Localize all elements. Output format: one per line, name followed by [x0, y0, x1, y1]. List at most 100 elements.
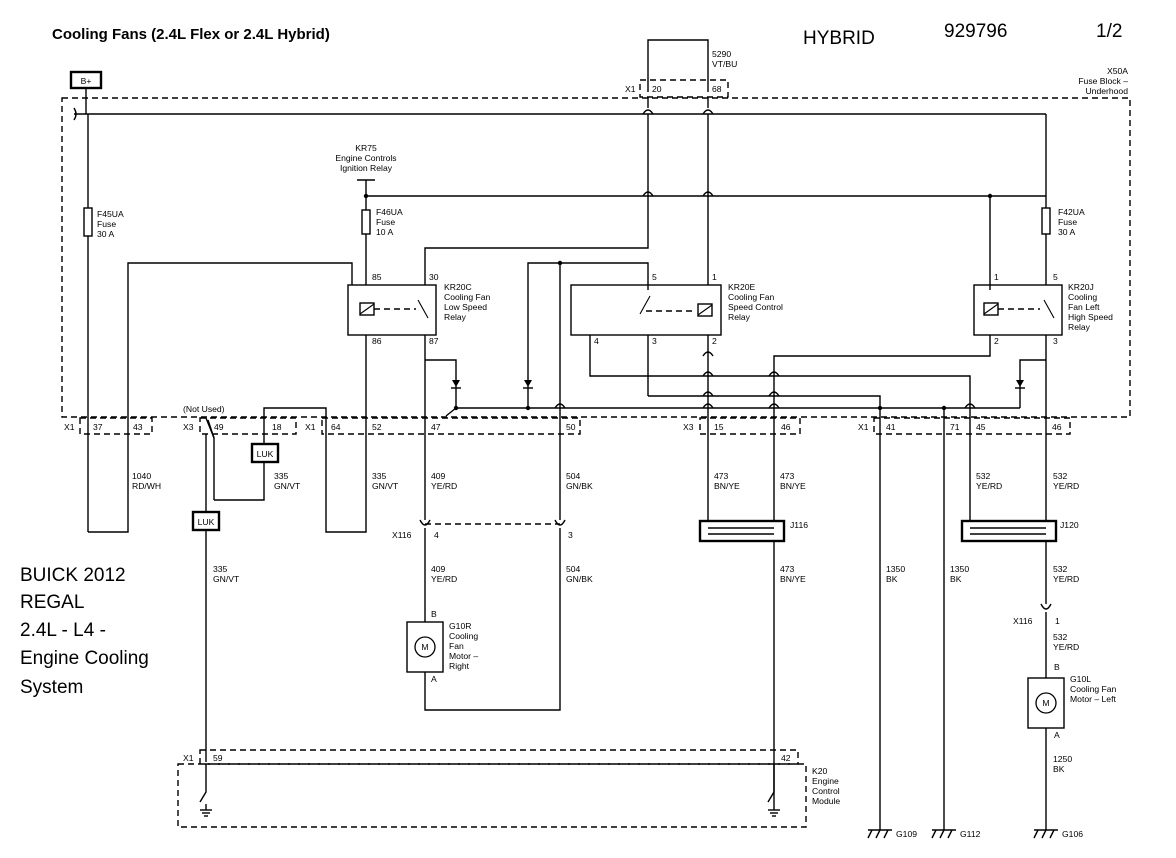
relay-id: KR20J	[1068, 282, 1094, 292]
wire-number: 1350	[950, 564, 969, 574]
luk-connector-upper: LUK	[250, 442, 280, 464]
connector-id: X3	[683, 422, 694, 432]
fuse-f46ua: F46UA Fuse 10 A	[361, 207, 403, 290]
wire-number: 335	[274, 471, 289, 481]
wire-number: 409	[431, 471, 446, 481]
motor-line: Motor – Left	[1070, 694, 1116, 704]
vehicle-note-line: 2.4L - L4 -	[20, 620, 106, 641]
motor-id: G10L	[1070, 674, 1091, 684]
wire-number: 5290	[712, 49, 731, 59]
pin-label: 59	[213, 753, 223, 763]
wire-473-c: 473 BN/YE	[780, 564, 806, 584]
wire-color: BK	[1053, 764, 1065, 774]
wire-color: GN/VT	[372, 481, 399, 491]
wire-532-d: 532 YE/RD	[1053, 632, 1079, 652]
connector-id: X1	[183, 753, 194, 763]
wire-color: YE/RD	[431, 481, 457, 491]
fuse-id: F42UA	[1058, 207, 1085, 217]
wire-number: 1350	[886, 564, 905, 574]
wire-504-lower: 504 GN/BK	[566, 564, 593, 584]
wire-color: VT/BU	[712, 59, 737, 69]
wire-number: 532	[1053, 471, 1068, 481]
wire-number: 504	[566, 564, 581, 574]
pin-label: 20	[652, 84, 662, 94]
wire-color: BN/YE	[714, 481, 740, 491]
ground-id: G112	[960, 829, 981, 839]
wire-532-c: 532 YE/RD	[1053, 564, 1079, 584]
relay-kr20e: 5 1 4 3 2 KR20E Cooling Fan Speed Contro…	[570, 272, 783, 346]
wire-number: 335	[213, 564, 228, 574]
wire-1350-a: 1350 BK	[886, 564, 905, 584]
pin-label: 4	[594, 336, 599, 346]
fuse-block-label: X50A Fuse Block – Underhood	[1078, 66, 1128, 96]
pin-label: 45	[976, 422, 986, 432]
wire-color: YE/RD	[1053, 642, 1079, 652]
relay-line: Relay	[1068, 322, 1091, 332]
wire-color: BN/YE	[780, 574, 806, 584]
ecm-line: Control	[812, 786, 840, 796]
pin-label: 85	[372, 272, 382, 282]
pin-label: 15	[714, 422, 724, 432]
relay-id: KR20E	[728, 282, 755, 292]
wire-532-b: 532 YE/RD	[1053, 471, 1079, 491]
fuse-rating: 30 A	[97, 229, 114, 239]
relay-line: Cooling Fan	[728, 292, 775, 302]
luk-connector-lower: LUK	[191, 434, 221, 762]
wire-473-b: 473 BN/YE	[780, 471, 806, 491]
pin-label: 5	[652, 272, 657, 282]
pin-label: 41	[886, 422, 896, 432]
fuse-id: F45UA	[97, 209, 124, 219]
fuse-f45ua: F45UA Fuse 30 A	[83, 114, 124, 532]
not-used-label: (Not Used)	[183, 404, 225, 414]
pin-label: 64	[331, 422, 341, 432]
wire-504-upper: 504 GN/BK	[566, 471, 593, 491]
pin-label: 18	[272, 422, 282, 432]
relay-kr20j: 1 5 2 3 KR20J Cooling Fan Left High Spee…	[973, 272, 1113, 346]
relay-line: Engine Controls	[335, 153, 396, 163]
wire-number: 532	[1053, 564, 1068, 574]
top-connector-x1: X1 20 68	[625, 79, 729, 98]
pin-label: 3	[652, 336, 657, 346]
motor-id: G10R	[449, 621, 471, 631]
connector-x116: X116 4 3	[392, 519, 573, 540]
fuse-block-outline	[61, 97, 1131, 418]
pin-label: 46	[1052, 422, 1062, 432]
relay-line: Cooling	[1068, 292, 1097, 302]
wire-473-a: 473 BN/YE	[714, 471, 740, 491]
page-number: 1/2	[1096, 21, 1122, 42]
pin-label: 3	[1053, 336, 1058, 346]
motor-line: Fan	[449, 641, 464, 651]
pin-label: 47	[431, 422, 441, 432]
wire-number: 473	[780, 471, 795, 481]
wire-1040: 1040 RD/WH	[132, 471, 161, 491]
pin-label: 3	[568, 530, 573, 540]
pin-label: 43	[133, 422, 143, 432]
pin-label: 5	[1053, 272, 1058, 282]
wire-color: YE/RD	[431, 574, 457, 584]
relay-line: Fan Left	[1068, 302, 1100, 312]
pin-label: 2	[712, 336, 717, 346]
connector-id: X1	[625, 84, 636, 94]
ecm-line: Module	[812, 796, 840, 806]
fuse-block-line: Underhood	[1085, 86, 1128, 96]
pin-label: 4	[434, 530, 439, 540]
pin-label: 30	[429, 272, 439, 282]
fuse-block-id: X50A	[1107, 66, 1128, 76]
wire-number: 335	[372, 471, 387, 481]
pin-label: 50	[566, 422, 576, 432]
splice-id: J116	[790, 520, 808, 530]
wire-color: BK	[886, 574, 898, 584]
motor-line: Cooling	[449, 631, 478, 641]
wire-335-right: 335 GN/VT	[372, 471, 399, 491]
pin-label: 1	[712, 272, 717, 282]
ecm-k20: X1 59 42 K20 Engine Control Module	[177, 749, 840, 828]
fuse-f42ua: F42UA Fuse 30 A	[1041, 114, 1085, 290]
wire-number: 532	[1053, 632, 1068, 642]
wire-335-upper: 335 GN/VT	[274, 471, 301, 491]
connector-id: X1	[64, 422, 75, 432]
wire-color: YE/RD	[1053, 481, 1079, 491]
fuse-type: Fuse	[97, 219, 116, 229]
wire-number: 473	[714, 471, 729, 481]
relay-line: Relay	[728, 312, 751, 322]
ground-g112: G112	[931, 829, 981, 839]
